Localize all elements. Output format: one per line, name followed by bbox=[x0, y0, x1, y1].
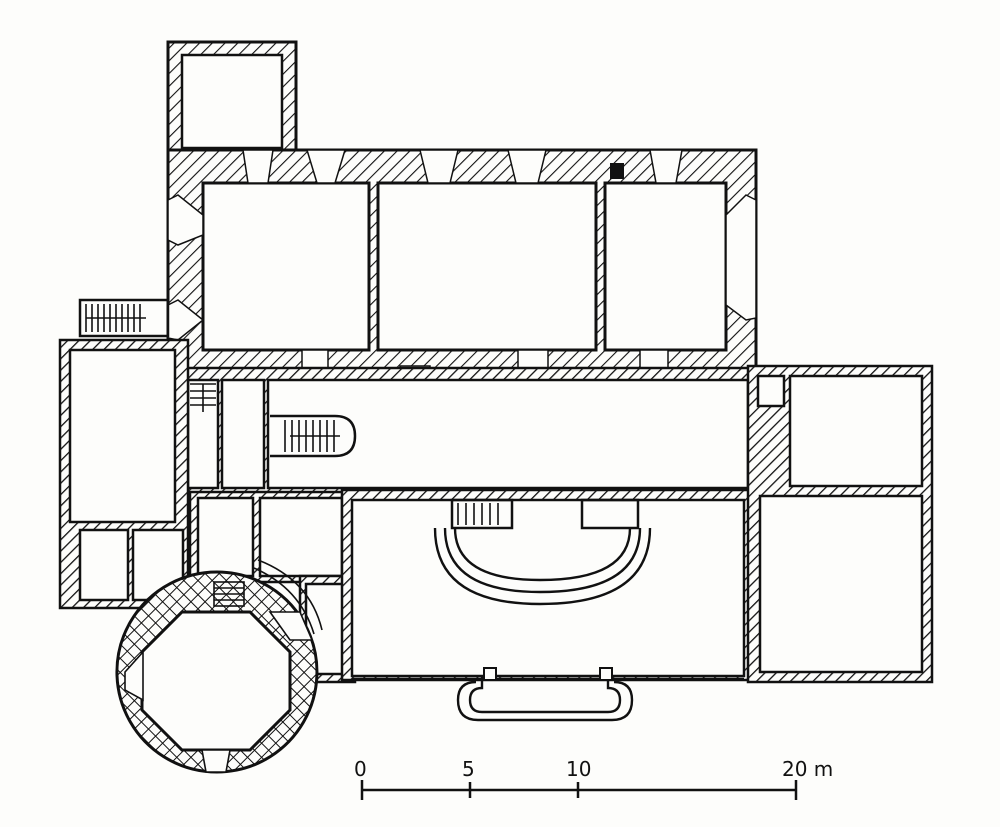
central-corridor bbox=[176, 366, 760, 500]
round-tower bbox=[115, 559, 323, 774]
entrance-steps bbox=[456, 667, 634, 722]
north-wing bbox=[166, 148, 758, 382]
west-wing bbox=[58, 338, 190, 610]
east-wing bbox=[746, 364, 934, 684]
scale-label-10: 10 bbox=[566, 757, 591, 781]
scale-label-0: 0 bbox=[354, 757, 367, 781]
window-reveals bbox=[167, 149, 757, 381]
scale-bar: 0 5 10 20 m bbox=[354, 757, 833, 800]
corridor-staircase bbox=[190, 383, 357, 458]
scale-label-5: 5 bbox=[462, 757, 475, 781]
scale-label-20m: 20 m bbox=[782, 757, 833, 781]
north-annex bbox=[166, 40, 298, 156]
grand-hall bbox=[340, 488, 762, 682]
west-external-stair bbox=[78, 298, 170, 338]
hall-inner-steps bbox=[433, 498, 652, 606]
